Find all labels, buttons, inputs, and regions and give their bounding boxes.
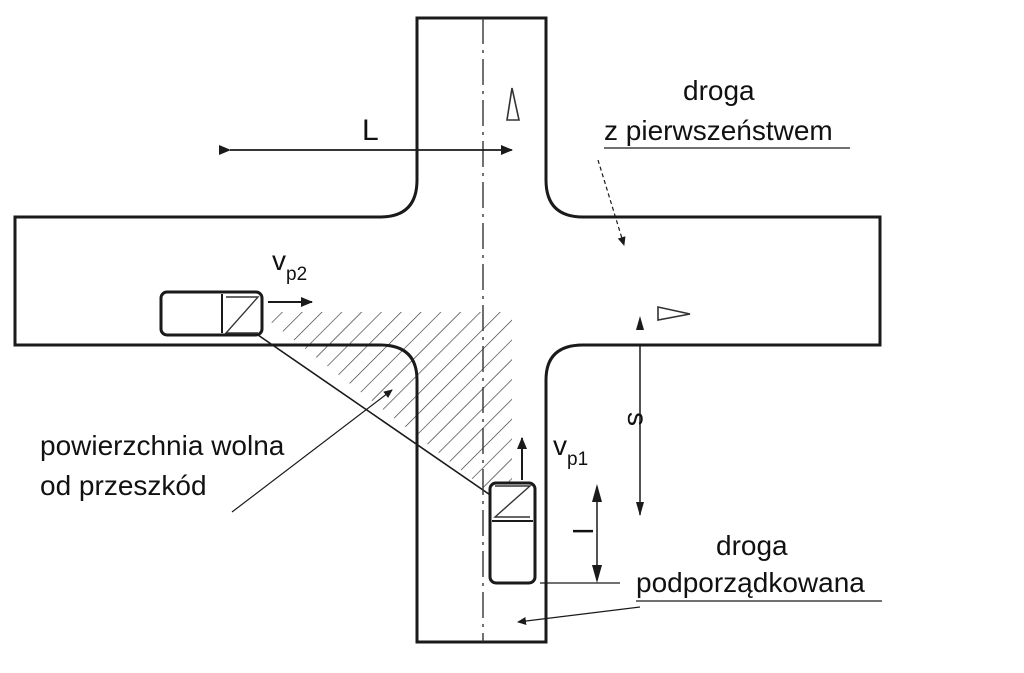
dimension-l-label: l — [567, 528, 598, 534]
velocity-label-major: vp2 — [272, 245, 307, 285]
major-road-label-line1: droga — [683, 75, 755, 106]
minor-road-leader-arrow — [517, 606, 641, 625]
major-road-label-line2: z pierwszeństwem — [604, 115, 833, 146]
minor-road-label-line2: podporządkowana — [636, 567, 865, 598]
velocity-label-minor: vp1 — [553, 430, 588, 470]
vehicle-major-road — [159, 290, 264, 337]
direction-triangle-right — [657, 306, 691, 321]
sight-line — [257, 334, 513, 511]
dimension-s-label: s — [622, 412, 653, 426]
clear-area-leader-arrow — [231, 389, 393, 513]
road-edges — [13, 16, 882, 644]
minor-road-label-line1: droga — [716, 530, 788, 561]
direction-triangle-top — [506, 87, 520, 121]
clear-area-hatch — [258, 312, 512, 510]
clear-area-label-line1: powierzchnia wolna — [40, 430, 285, 461]
vehicle-minor-road — [488, 481, 537, 585]
dimension-L-label: L — [362, 114, 379, 147]
clear-area-label-line2: od przeszkód — [40, 470, 207, 501]
major-road-leader-arrow — [597, 159, 626, 246]
